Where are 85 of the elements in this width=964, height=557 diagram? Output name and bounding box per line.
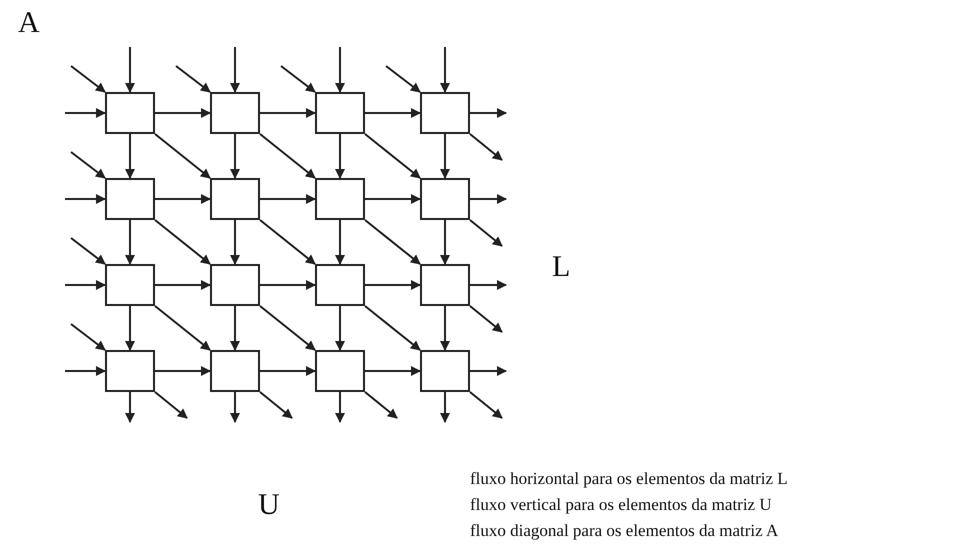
arrow xyxy=(335,306,345,351)
arrow xyxy=(335,134,345,179)
arrow xyxy=(70,65,106,93)
processing-element-box xyxy=(315,92,365,134)
arrow xyxy=(365,366,421,376)
processing-element-box xyxy=(105,350,155,392)
processing-element-box xyxy=(420,178,470,220)
arrow xyxy=(70,323,106,351)
note-text: fluxo vertical para os elementos da matriz U xyxy=(470,496,772,515)
arrow xyxy=(65,280,106,290)
matrix-label: A xyxy=(18,6,40,39)
arrow xyxy=(335,220,345,265)
processing-element-box xyxy=(315,178,365,220)
note-text: fluxo diagonal para os elementos da matriz A xyxy=(470,522,778,541)
arrow xyxy=(154,219,211,265)
arrow xyxy=(440,306,450,351)
processing-element-box xyxy=(105,92,155,134)
arrow xyxy=(470,108,507,118)
arrow xyxy=(154,133,211,179)
arrow xyxy=(365,108,421,118)
arrow xyxy=(385,65,421,93)
arrow xyxy=(440,392,450,423)
processing-element-box xyxy=(315,264,365,306)
arrow xyxy=(125,220,135,265)
arrow xyxy=(365,194,421,204)
arrow xyxy=(440,220,450,265)
arrow xyxy=(364,391,398,419)
arrow xyxy=(230,47,240,93)
arrow xyxy=(65,108,106,118)
arrow xyxy=(469,305,503,333)
arrow xyxy=(469,133,503,161)
arrow xyxy=(260,280,316,290)
arrow xyxy=(230,392,240,423)
arrow xyxy=(65,366,106,376)
arrow xyxy=(70,151,106,179)
arrow xyxy=(259,133,316,179)
processing-element-box xyxy=(210,92,260,134)
processing-element-box xyxy=(420,264,470,306)
arrow xyxy=(155,194,211,204)
arrow xyxy=(280,65,316,93)
arrow xyxy=(125,306,135,351)
arrow xyxy=(364,305,421,351)
arrow xyxy=(364,219,421,265)
processing-element-box xyxy=(105,264,155,306)
arrow xyxy=(230,220,240,265)
arrow xyxy=(259,391,293,419)
arrow xyxy=(440,47,450,93)
arrow xyxy=(125,134,135,179)
processing-element-box xyxy=(420,92,470,134)
arrow xyxy=(230,134,240,179)
arrow xyxy=(365,280,421,290)
arrow xyxy=(70,237,106,265)
note-text: fluxo horizontal para os elementos da matriz L xyxy=(470,470,788,489)
arrow xyxy=(259,305,316,351)
processing-element-box xyxy=(315,350,365,392)
arrow xyxy=(125,47,135,93)
matrix-label: U xyxy=(258,488,280,521)
processing-element-box xyxy=(210,178,260,220)
arrow xyxy=(155,280,211,290)
arrow xyxy=(470,194,507,204)
arrow xyxy=(469,219,503,247)
arrow xyxy=(440,134,450,179)
arrow xyxy=(154,391,188,419)
arrow xyxy=(154,305,211,351)
arrow xyxy=(155,366,211,376)
arrow xyxy=(155,108,211,118)
arrow xyxy=(260,366,316,376)
arrow xyxy=(470,366,507,376)
arrow xyxy=(65,194,106,204)
arrow xyxy=(175,65,211,93)
arrow xyxy=(125,392,135,423)
arrow xyxy=(335,392,345,423)
arrow xyxy=(260,194,316,204)
arrow xyxy=(335,47,345,93)
arrow xyxy=(470,280,507,290)
arrow xyxy=(364,133,421,179)
processing-element-box xyxy=(105,178,155,220)
processing-element-box xyxy=(210,264,260,306)
processing-element-box xyxy=(210,350,260,392)
arrow xyxy=(469,391,503,419)
processing-element-box xyxy=(420,350,470,392)
arrow xyxy=(230,306,240,351)
matrix-label: L xyxy=(552,250,570,283)
arrow xyxy=(260,108,316,118)
arrow xyxy=(259,219,316,265)
